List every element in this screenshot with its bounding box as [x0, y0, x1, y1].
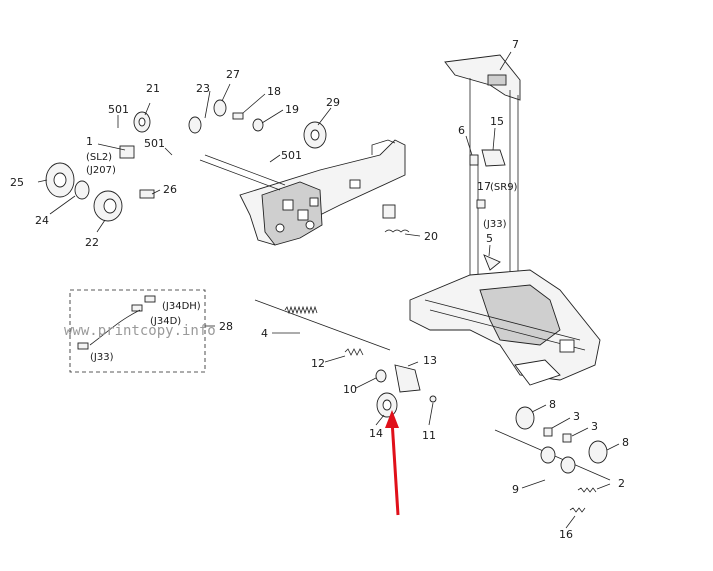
label-j207: (J207)	[86, 165, 116, 176]
callout-labels: 7 21 23 27 18 19 29 501 501 501 1 (SL2) …	[10, 38, 629, 541]
label-9: 9	[512, 483, 519, 496]
label-7: 7	[512, 38, 519, 51]
label-29: 29	[326, 96, 340, 109]
label-501-top: 501	[108, 103, 129, 116]
label-24: 24	[35, 214, 49, 227]
label-10: 10	[343, 383, 357, 396]
side-frame	[444, 54, 521, 305]
label-27: 27	[226, 68, 240, 81]
small-parts	[382, 149, 506, 271]
label-j33-upper: (J33)	[483, 219, 507, 230]
label-14: 14	[369, 427, 383, 440]
label-17: 17	[477, 180, 491, 193]
label-23: 23	[196, 82, 210, 95]
watermark-text: www.printcopy.info	[64, 323, 216, 339]
label-26: 26	[163, 183, 177, 196]
label-20: 20	[424, 230, 438, 243]
label-j34d: (J34D)	[150, 316, 181, 327]
label-12: 12	[311, 357, 325, 370]
leader-lines	[37, 51, 620, 529]
label-501-mid: 501	[144, 137, 165, 150]
label-8-lower: 8	[622, 436, 629, 449]
label-11: 11	[422, 429, 436, 442]
label-21: 21	[146, 82, 160, 95]
label-j33-lower: (J33)	[90, 352, 114, 363]
label-18: 18	[267, 85, 281, 98]
label-13: 13	[423, 354, 437, 367]
pickup-shaft-assembly	[494, 406, 611, 513]
red-pointer-arrow	[385, 410, 400, 516]
shaft-and-rollers	[254, 299, 437, 418]
label-28: 28	[219, 320, 233, 333]
label-25: 25	[10, 176, 24, 189]
label-5: 5	[486, 232, 493, 245]
label-sl2: (SL2)	[86, 152, 112, 163]
left-gears	[45, 99, 327, 222]
label-3-lower: 3	[591, 420, 598, 433]
label-501-right: 501	[281, 149, 302, 162]
label-22: 22	[85, 236, 99, 249]
label-19: 19	[285, 103, 299, 116]
main-frame	[199, 139, 406, 246]
label-2: 2	[618, 477, 625, 490]
label-1: 1	[86, 135, 93, 148]
label-6: 6	[458, 124, 465, 137]
label-16: 16	[559, 528, 573, 541]
label-8-upper: 8	[549, 398, 556, 411]
lower-tray-assembly	[409, 269, 601, 386]
cable-assembly	[69, 289, 206, 373]
label-4: 4	[261, 327, 268, 340]
label-j34dh: (J34DH)	[162, 301, 201, 312]
label-3-upper: 3	[573, 410, 580, 423]
label-sr9: (SR9)	[490, 182, 518, 193]
label-15: 15	[490, 115, 504, 128]
